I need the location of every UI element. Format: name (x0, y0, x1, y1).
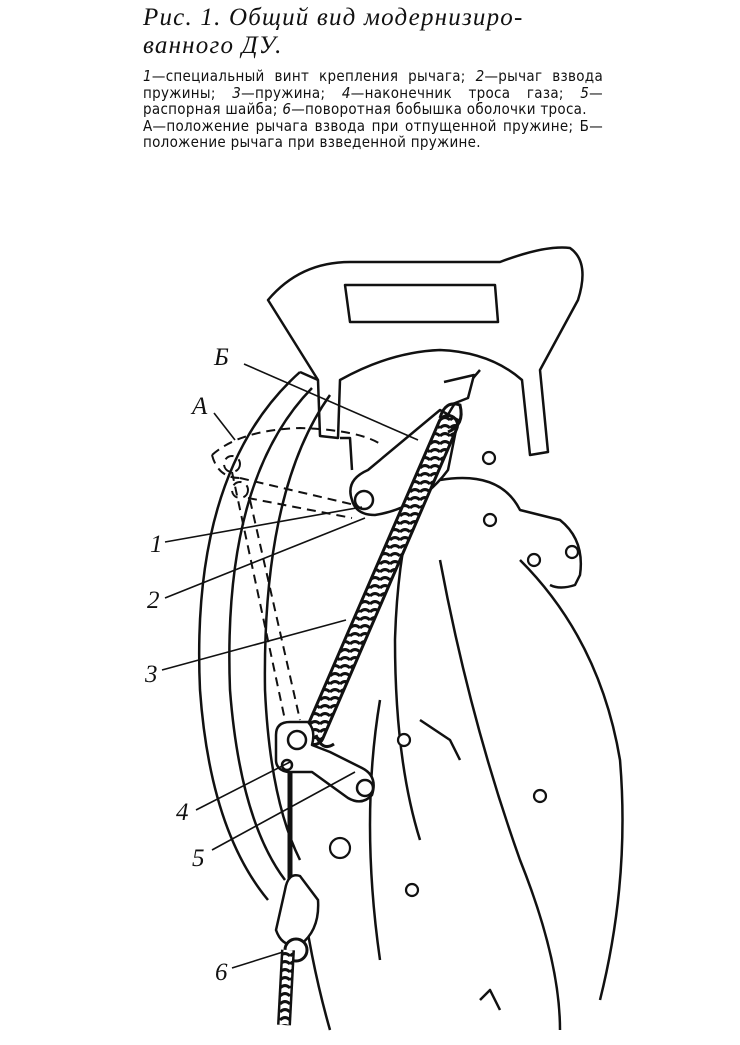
lever-position-a-dashed (211, 426, 383, 721)
label-part-3: 3 (144, 661, 158, 688)
housing-bracket (266, 246, 584, 471)
legend-text-6: —поворотная бобышка оболочки троса. (291, 100, 587, 118)
bolt-holes (328, 450, 580, 898)
legend-text-4: —наконечник троса газа; (350, 83, 564, 102)
positions-legend: А—положение рычага взвода при отпущенной… (143, 116, 603, 151)
legend-num-1: 1 (143, 67, 152, 85)
housing-rim (197, 369, 481, 901)
legend-text-1: —специальный винт крепления рычага; (151, 67, 466, 85)
figure-title: Рис. 1. Общий вид модернизиро- ванного Д… (143, 4, 603, 60)
label-part-4: 4 (176, 799, 189, 826)
engine-body (298, 476, 624, 1031)
label-part-5: 5 (192, 845, 205, 872)
legend-num-5: 5 (580, 83, 590, 102)
label-position-b: Б (213, 344, 229, 371)
legend-num-4: 4 (341, 83, 351, 102)
label-position-a: А (190, 393, 208, 420)
legend-text-5: —распорная шайба; (143, 83, 603, 118)
legend-text-3: —пружина; (241, 83, 326, 102)
label-part-6: 6 (215, 959, 228, 986)
legend-text-2: —рычаг взвода пружины; (143, 67, 604, 102)
label-part-2: 2 (147, 587, 160, 614)
figure-title-line-2: ванного ДУ. (143, 32, 283, 59)
label-part-1: 1 (150, 531, 163, 558)
cable-tip (274, 720, 375, 803)
leader-lines (161, 363, 419, 969)
figure-title-line-1: Рис. 1. Общий вид модернизиро- (143, 4, 524, 31)
legend-num-2: 2 (475, 67, 485, 85)
parts-legend: 1—специальный винт крепления рычага; 2—р… (143, 68, 603, 118)
legend-num-3: 3 (232, 83, 242, 102)
throttle-cable (274, 772, 320, 1026)
spring (303, 402, 463, 748)
legend-num-6: 6 (282, 100, 292, 118)
figure-caption: Рис. 1. Общий вид модернизиро- ванного Д… (143, 4, 603, 151)
